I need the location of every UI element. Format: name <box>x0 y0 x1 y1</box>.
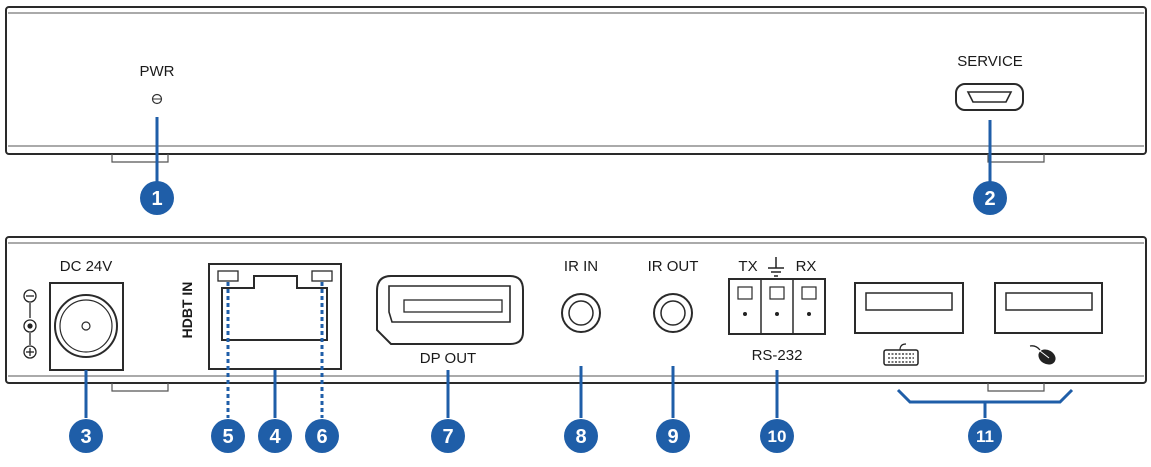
rear-panel: DC 24V HDBT IN <box>5 236 1147 392</box>
callout-1: 1 <box>140 181 174 215</box>
ir-out-jack <box>653 293 693 333</box>
callout-4-number: 4 <box>269 426 281 448</box>
callout-8-number: 8 <box>575 426 586 448</box>
usb-port-mouse <box>994 282 1103 334</box>
callout-6: 6 <box>305 419 339 453</box>
callout-3: 3 <box>69 419 103 453</box>
callout-8: 8 <box>564 419 598 453</box>
keyboard-icon <box>883 343 919 366</box>
service-label: SERVICE <box>957 53 1023 70</box>
callout-7-number: 7 <box>442 426 453 448</box>
callout-10-number: 10 <box>768 427 787 446</box>
dp-port <box>376 275 524 345</box>
rs232-label: RS-232 <box>752 347 803 364</box>
rj45-port <box>208 263 342 370</box>
rs232-tx-label: TX <box>738 258 757 275</box>
callout-5: 5 <box>211 419 245 453</box>
callout-7: 7 <box>431 419 465 453</box>
ir-in-jack <box>561 293 601 333</box>
usb-port-keyboard <box>854 282 964 334</box>
mouse-icon <box>1029 345 1056 365</box>
callout-11-number: 11 <box>976 427 994 446</box>
callout-2: 2 <box>973 181 1007 215</box>
ground-icon <box>768 257 784 277</box>
rs232-rx-label: RX <box>796 258 817 275</box>
callout-4: 4 <box>258 419 292 453</box>
hdbt-label: HDBT IN <box>179 282 195 339</box>
micro-usb-icon <box>955 83 1024 111</box>
callout-2-number: 2 <box>984 188 995 210</box>
callout-3-number: 3 <box>80 426 91 448</box>
dc-polarity-icon <box>23 289 37 359</box>
rs232-terminal-block <box>728 278 826 335</box>
ir-in-label: IR IN <box>564 258 598 275</box>
pwr-label: PWR <box>140 63 175 80</box>
front-panel: PWR SERVICE <box>5 6 1147 163</box>
ir-out-label: IR OUT <box>648 258 699 275</box>
callout-1-number: 1 <box>151 188 162 210</box>
dc-jack <box>49 282 124 371</box>
callout-11: 11 <box>968 419 1002 453</box>
callout-5-number: 5 <box>222 426 233 448</box>
dc-label: DC 24V <box>60 258 113 275</box>
callout-9: 9 <box>656 419 690 453</box>
callout-6-number: 6 <box>316 426 327 448</box>
callout-10: 10 <box>760 419 794 453</box>
leader-lines <box>84 282 1074 418</box>
led-icon <box>151 93 163 105</box>
dp-label: DP OUT <box>420 350 476 367</box>
callout-9-number: 9 <box>667 426 678 448</box>
